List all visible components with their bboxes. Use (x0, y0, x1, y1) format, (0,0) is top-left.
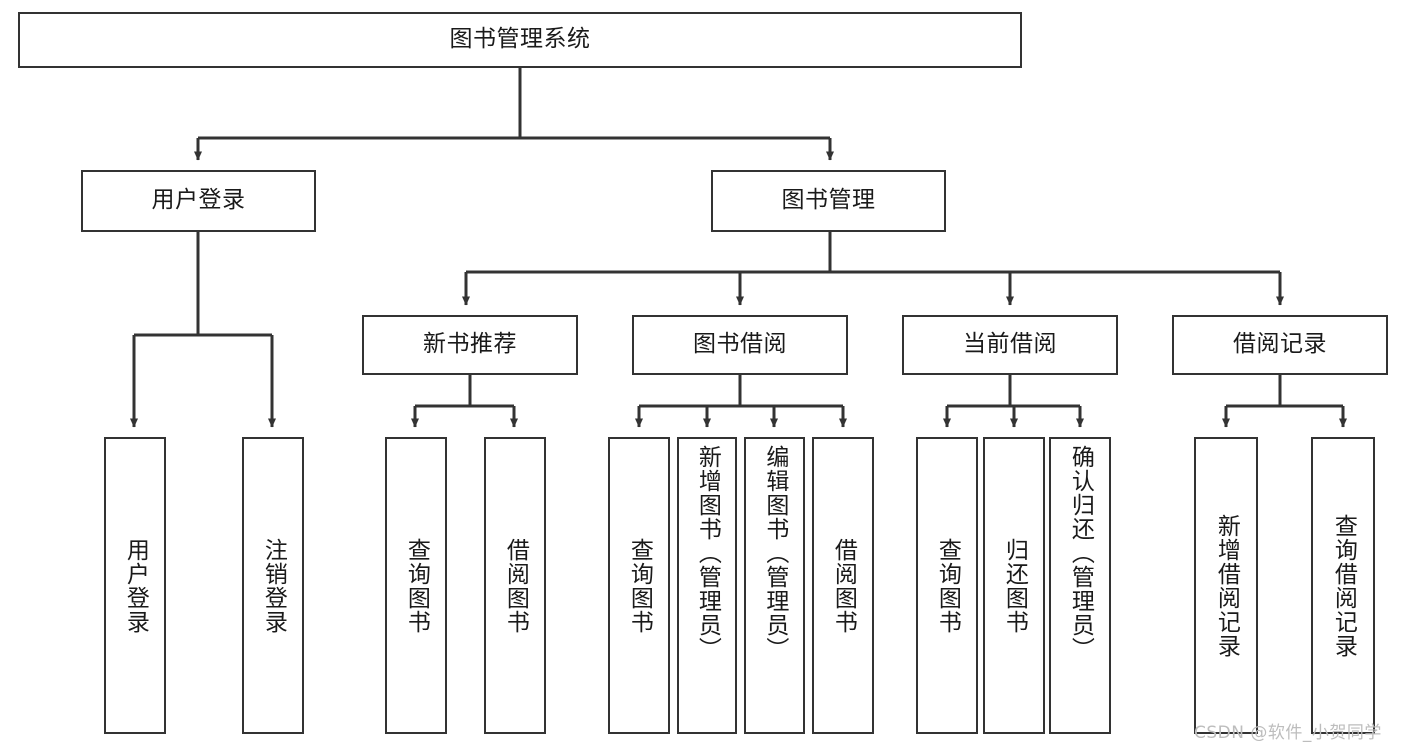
leaf-current-borrow-confirm-admin[interactable]: 确认归还（管理员） (1049, 437, 1111, 734)
leaf-new-book-borrow[interactable]: 借阅图书 (484, 437, 546, 734)
node-root-label: 图书管理系统 (449, 26, 591, 53)
leaf-user-login-logout-label: 注销登录 (260, 537, 287, 634)
node-book-borrow-label: 图书借阅 (693, 331, 787, 358)
node-borrow-record-label: 借阅记录 (1233, 331, 1327, 358)
leaf-borrow-record-add[interactable]: 新增借阅记录 (1194, 437, 1258, 734)
leaf-new-book-query[interactable]: 查询图书 (385, 437, 447, 734)
node-user-login[interactable]: 用户登录 (81, 170, 316, 232)
leaf-new-book-borrow-label: 借阅图书 (502, 537, 529, 634)
leaf-new-book-query-label: 查询图书 (403, 537, 430, 634)
leaf-book-borrow-borrow-label: 借阅图书 (830, 537, 857, 634)
leaf-book-borrow-query-label: 查询图书 (626, 537, 653, 634)
leaf-current-borrow-query-label: 查询图书 (934, 537, 961, 634)
leaf-book-borrow-borrow[interactable]: 借阅图书 (812, 437, 874, 734)
leaf-book-borrow-edit-admin-label: 编辑图书（管理员） (761, 445, 788, 661)
leaf-book-borrow-edit-admin[interactable]: 编辑图书（管理员） (744, 437, 805, 734)
node-root[interactable]: 图书管理系统 (18, 12, 1022, 68)
node-book-management-label: 图书管理 (781, 187, 876, 214)
leaf-current-borrow-query[interactable]: 查询图书 (916, 437, 978, 734)
node-book-borrow[interactable]: 图书借阅 (632, 315, 848, 375)
leaf-user-login-login[interactable]: 用户登录 (104, 437, 166, 734)
leaf-current-borrow-return-label: 归还图书 (1001, 537, 1028, 634)
leaf-borrow-record-add-label: 新增借阅记录 (1213, 513, 1240, 658)
leaf-book-borrow-add-admin[interactable]: 新增图书（管理员） (677, 437, 737, 734)
leaf-book-borrow-query[interactable]: 查询图书 (608, 437, 670, 734)
node-new-book-recommend-label: 新书推荐 (423, 331, 517, 358)
node-current-borrow[interactable]: 当前借阅 (902, 315, 1118, 375)
node-new-book-recommend[interactable]: 新书推荐 (362, 315, 578, 375)
node-book-management[interactable]: 图书管理 (711, 170, 946, 232)
csdn-watermark: CSDN @软件_小贺同学 (1194, 723, 1382, 743)
leaf-book-borrow-add-admin-label: 新增图书（管理员） (694, 445, 721, 661)
leaf-borrow-record-query[interactable]: 查询借阅记录 (1311, 437, 1375, 734)
leaf-current-borrow-confirm-admin-label: 确认归还（管理员） (1067, 445, 1094, 661)
node-borrow-record[interactable]: 借阅记录 (1172, 315, 1388, 375)
node-user-login-label: 用户登录 (151, 187, 246, 214)
leaf-current-borrow-return[interactable]: 归还图书 (983, 437, 1045, 734)
leaf-borrow-record-query-label: 查询借阅记录 (1330, 513, 1357, 658)
leaf-user-login-login-label: 用户登录 (122, 537, 149, 634)
leaf-user-login-logout[interactable]: 注销登录 (242, 437, 304, 734)
node-current-borrow-label: 当前借阅 (963, 331, 1057, 358)
